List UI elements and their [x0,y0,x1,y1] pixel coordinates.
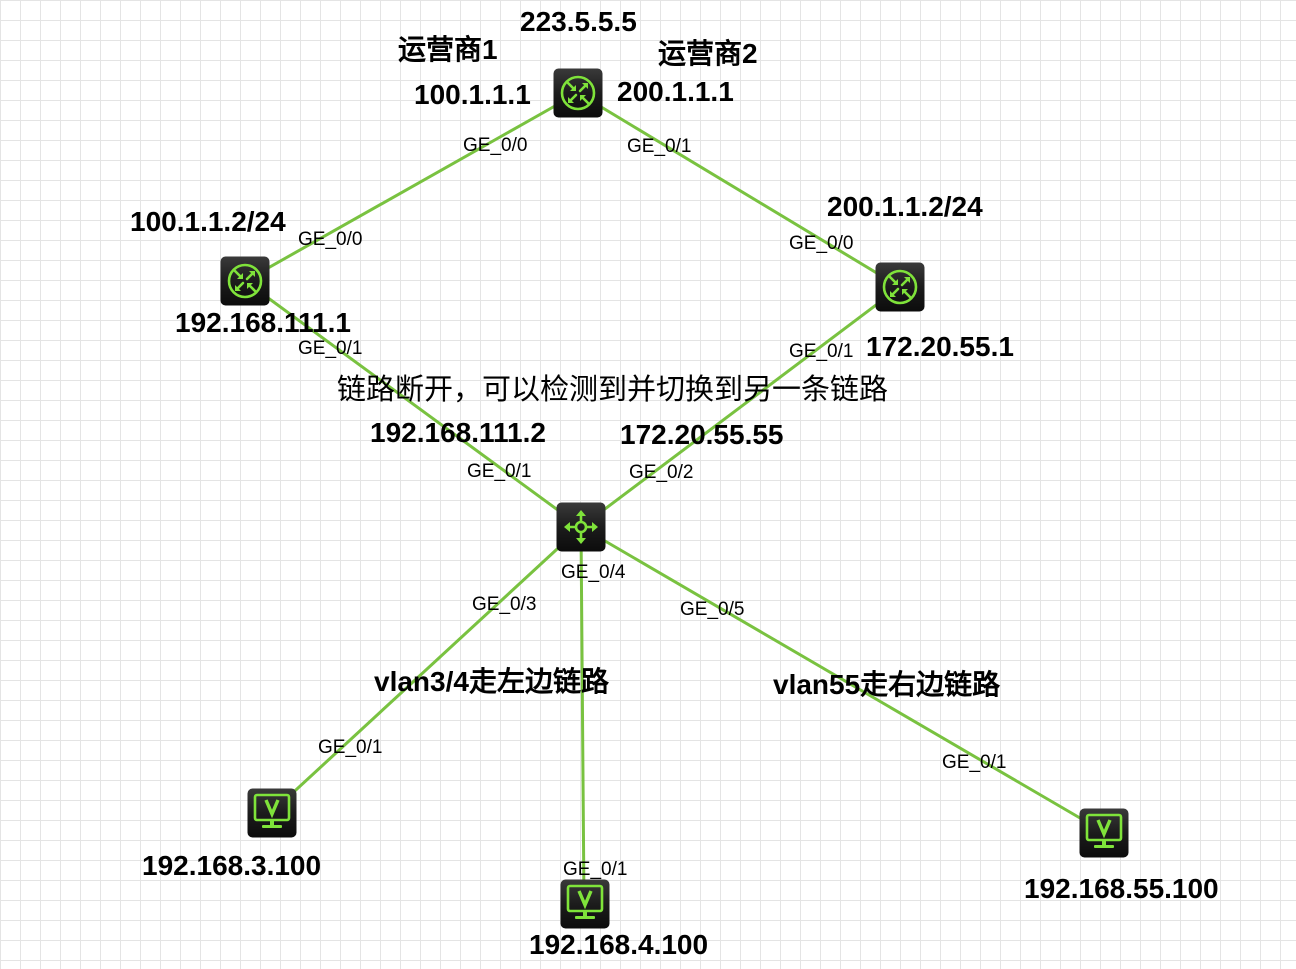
l3-switch-icon [556,502,606,552]
host-right[interactable] [1079,808,1129,858]
core-switch[interactable] [556,502,606,552]
core-switch-port-host-right: GE_0/5 [680,599,745,620]
left-router-port-wan: GE_0/0 [298,229,363,250]
link-core-switch-host-right[interactable] [579,525,1106,834]
right-router-wan-ip: 200.1.1.2/24 [827,191,983,222]
isp1-ip: 100.1.1.1 [414,79,531,110]
right-path-note: vlan55走右边链路 [773,669,1001,700]
host-middle-ip: 192.168.4.100 [529,929,709,960]
host-left-ip: 192.168.3.100 [142,850,322,881]
core-switch-port-host-middle: GE_0/4 [561,562,626,583]
left-router-lan-ip: 192.168.111.1 [175,307,351,338]
core-switch-port-left-uplink: GE_0/1 [467,461,532,482]
link-isp-router-left-router[interactable] [243,91,580,283]
left-router-port-lan: GE_0/1 [298,338,363,359]
isp-router-port-isp1: GE_0/0 [463,135,528,156]
pc-icon [247,788,297,838]
core-switch-port-right-uplink: GE_0/2 [629,462,694,483]
isp2-label: 运营商2 [658,38,758,69]
host-left[interactable] [247,788,297,838]
link-core-switch-host-middle[interactable] [579,525,586,905]
link-left-router-core-switch[interactable] [243,279,583,529]
router-icon [553,68,603,118]
left-router[interactable] [220,256,270,306]
host-right-ip: 192.168.55.100 [1024,873,1219,904]
router-icon [875,262,925,312]
left-path-note: vlan3/4走左边链路 [374,666,609,697]
host-left-port: GE_0/1 [318,737,383,758]
link-right-router-core-switch[interactable] [579,285,902,529]
failover-note: 链路断开，可以检测到并切换到另一条链路 [337,374,889,406]
pc-icon [1079,808,1129,858]
router-icon [220,256,270,306]
pc-icon [560,879,610,929]
isp2-ip: 200.1.1.1 [617,76,734,107]
link-core-switch-host-left[interactable] [270,525,583,814]
left-router-wan-ip: 100.1.1.2/24 [130,206,286,237]
isp-router-address: 223.5.5.5 [520,6,637,37]
link-isp-router-right-router[interactable] [576,91,902,289]
right-router-port-wan: GE_0/0 [789,233,854,254]
core-switch-right-uplink-ip: 172.20.55.55 [620,419,784,450]
right-router-port-lan: GE_0/1 [789,341,854,362]
host-middle-port: GE_0/1 [563,859,628,880]
host-middle[interactable] [560,879,610,929]
host-right-port: GE_0/1 [942,752,1007,773]
isp-router[interactable] [553,68,603,118]
core-switch-port-host-left: GE_0/3 [472,594,537,615]
right-router[interactable] [875,262,925,312]
core-switch-left-uplink-ip: 192.168.111.2 [370,417,546,448]
right-router-lan-ip: 172.20.55.1 [866,331,1014,362]
isp1-label: 运营商1 [398,34,498,65]
isp-router-port-isp2: GE_0/1 [627,136,692,157]
